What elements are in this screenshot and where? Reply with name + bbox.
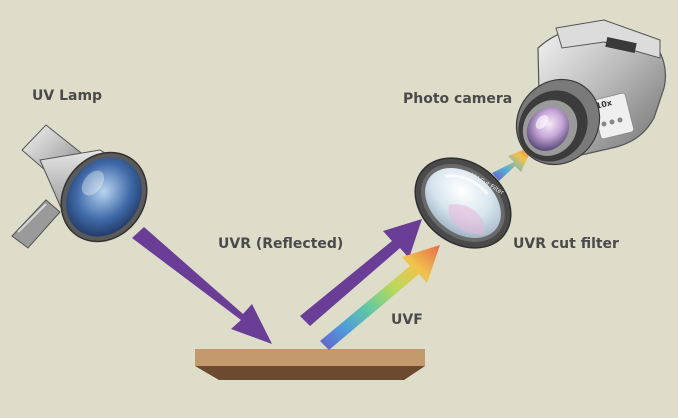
uvr-reflected-arrow: [300, 219, 422, 326]
camera-badge-text: 10x: [595, 98, 614, 111]
sample-surface: [195, 349, 425, 380]
photo-camera-label: Photo camera: [403, 91, 513, 107]
filtered-light-arrow: [492, 146, 533, 181]
uvf-arrow: [320, 245, 440, 350]
uvr-incident-arrow: [132, 227, 272, 344]
uvr-cut-filter-icon: [414, 157, 512, 249]
uv-lamp-label: UV Lamp: [32, 88, 103, 104]
uv-lamp-icon: [11, 124, 148, 249]
photo-camera-icon: 10x: [515, 19, 667, 166]
uvr-cut-filter-label: UVR cut filter: [513, 236, 619, 252]
uvr-reflected-label: UVR (Reflected): [218, 236, 344, 252]
uvf-label: UVF: [391, 312, 423, 328]
